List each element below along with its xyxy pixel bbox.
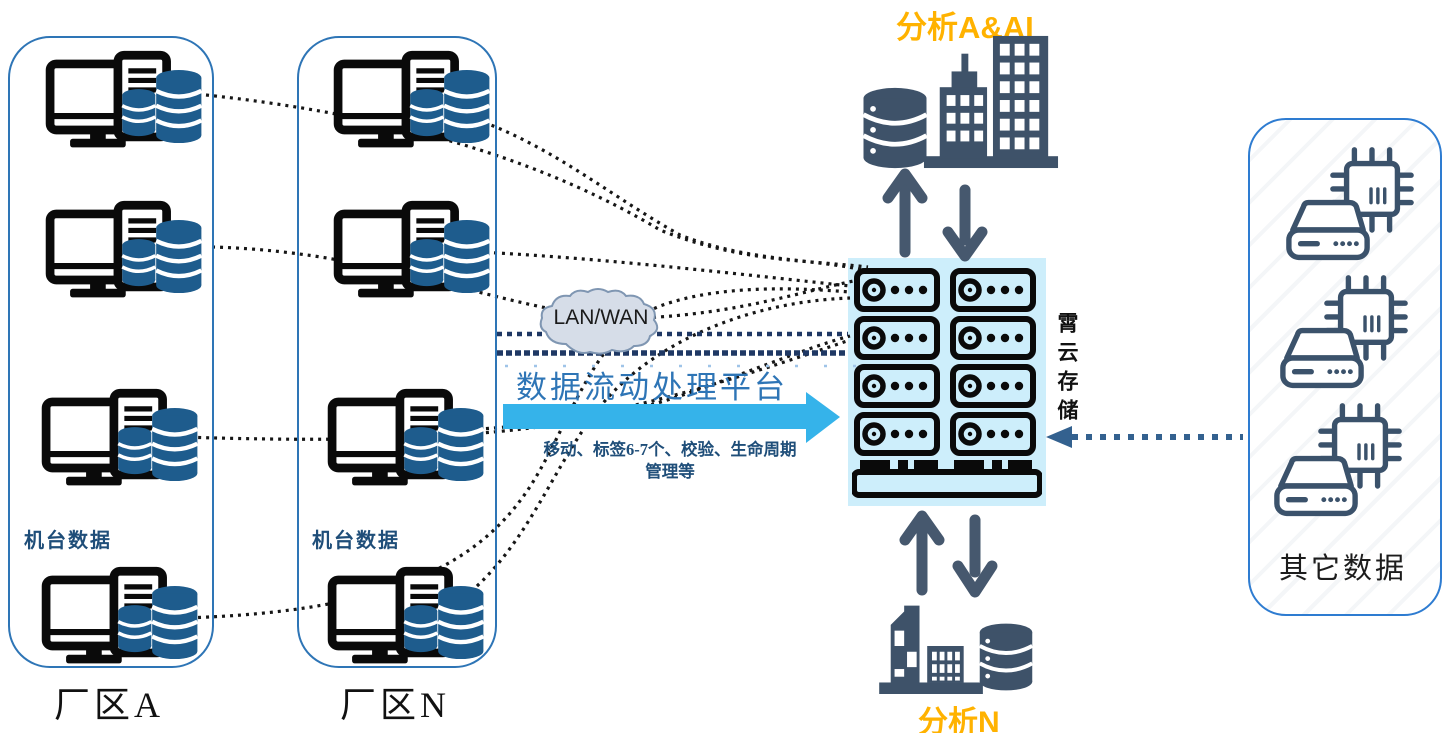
workstation-database-icon [328,200,496,300]
flow-arrow [503,392,840,443]
workstation-database-icon [322,388,490,488]
down-arrow-icon [952,514,998,598]
dotted-link-n3 [461,338,851,432]
cloud-icon [539,288,659,355]
machine-data-label: 机台数据 [312,530,400,552]
factory-n-label: 厂区N [340,685,450,725]
database-icon [976,622,1036,692]
up-arrow-icon [882,168,928,258]
other-data-dashed-arrow [1046,426,1243,448]
workstation-database-icon [328,50,496,150]
platform-title: 数据流动处理平台 [516,370,788,405]
workstation-database-icon [36,388,204,488]
down-arrow-icon [942,184,988,262]
cloud-label: LAN/WAN [553,306,649,329]
workstation-database-icon [40,200,208,300]
dotted-link-n1 [445,108,869,273]
up-arrow-icon [899,510,945,596]
dotted-link-n2 [477,250,851,288]
factory-n-box [297,36,497,668]
workstation-database-icon [322,566,490,666]
other-data-label: 其它数据 [1278,553,1407,585]
platform-subtitle-line1: 移动、标签6-7个、校验、生命周期 [543,440,797,459]
factory-a-label: 厂区A [54,685,164,725]
chip-drive-icon [1272,398,1404,530]
buildings-icon [922,32,1060,170]
chip-drive-icon [1284,142,1416,274]
chip-drive-icon [1278,270,1410,402]
workstation-database-icon [40,50,208,150]
machine-data-label: 机台数据 [24,530,112,552]
platform-subtitle-line2: 管理等 [645,462,695,481]
factory-a-box [8,36,214,668]
buildings-icon [878,598,986,694]
cloud-storage-label: 霄云存储 [1055,312,1079,428]
database-icon [860,86,930,170]
server-rack-icon [852,264,1042,498]
workstation-database-icon [36,566,204,666]
analysis-bottom-label: 分析N [918,706,1000,733]
